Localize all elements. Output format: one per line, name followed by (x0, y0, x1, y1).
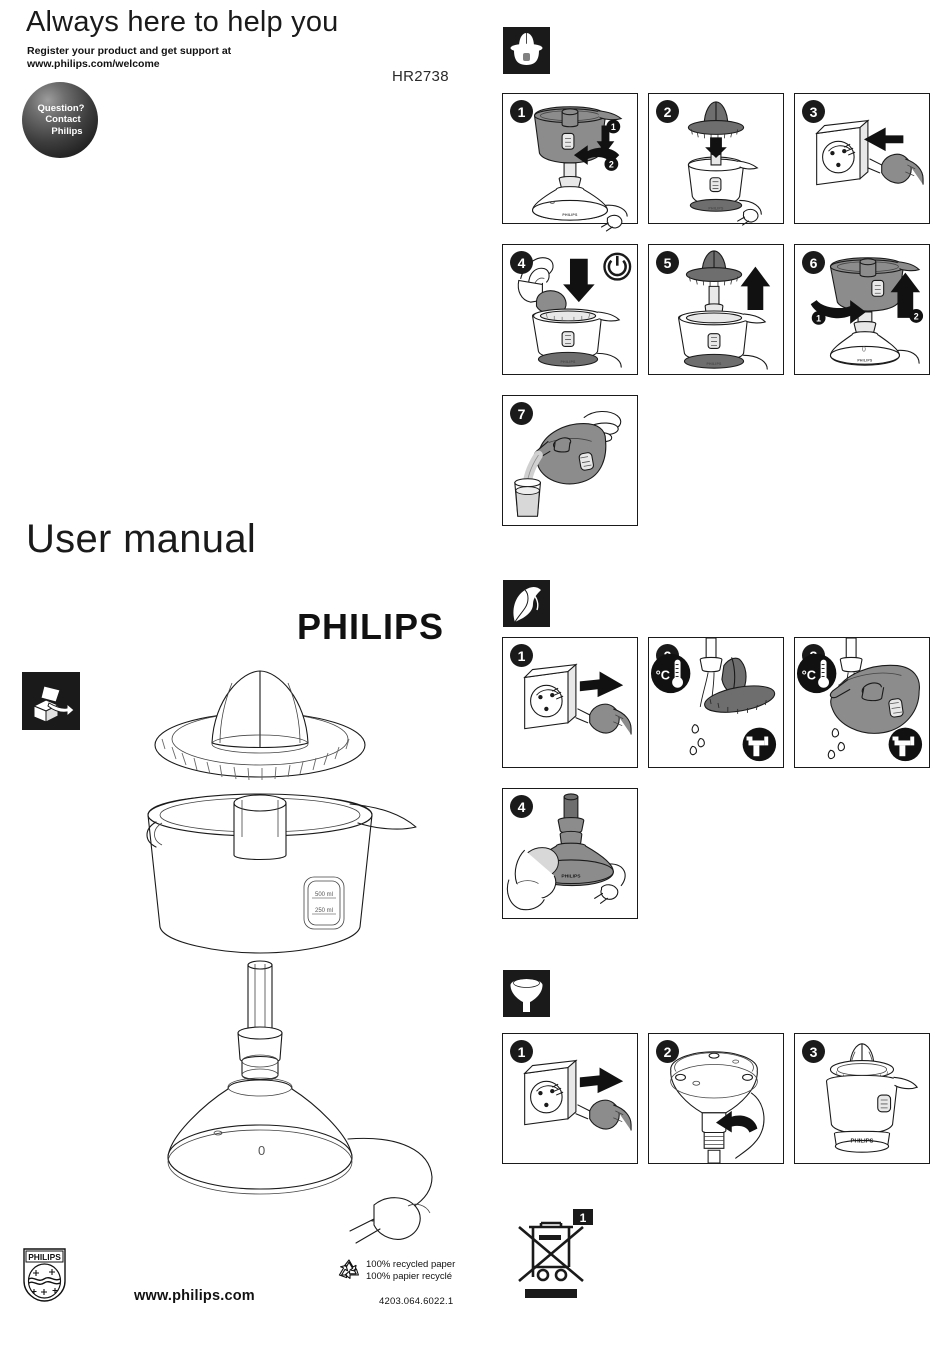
weee-badge-number: 1 (580, 1211, 587, 1225)
svg-text:2: 2 (609, 159, 614, 169)
press-orange-icon: PHILIPS (517, 252, 632, 368)
document-number: 4203.064.6022.1 (379, 1296, 454, 1307)
usage-step-5-panel: 5 PHILIPS (648, 244, 784, 375)
temperature-label: °C (656, 667, 670, 682)
svg-text:1: 1 (611, 122, 616, 132)
cleaning-step-1-number: 1 (510, 644, 533, 667)
storage-step-2-panel: 2 (648, 1033, 784, 1164)
recycled-paper-note: 100% recycled paper 100% papier recyclé (366, 1259, 455, 1282)
question-badge-line-1: Question? (37, 102, 85, 114)
jug-marking-250: 250 ml (315, 908, 333, 914)
pour-juice-icon (514, 410, 622, 517)
citrus-press-icon (503, 27, 550, 74)
jug-part: 500 ml 250 ml (146, 793, 417, 954)
plug-into-socket-icon (815, 119, 924, 186)
usage-step-6-number: 6 (802, 251, 825, 274)
svg-text:1: 1 (816, 313, 821, 323)
twist-lift-jug-icon: PHILIPS 0 1 2 (810, 257, 924, 366)
storage-step-3-number: 3 (802, 1040, 825, 1063)
lift-cone-icon: PHILIPS (678, 250, 771, 370)
recycled-paper-line-en: 100% recycled paper (366, 1259, 456, 1270)
svg-text:PHILIPS: PHILIPS (561, 874, 581, 880)
usage-step-7-number: 7 (510, 402, 533, 425)
page-title: User manual (26, 517, 257, 561)
register-line-2: www.philips.com/welcome (27, 57, 160, 70)
footer-website-url[interactable]: www.philips.com (134, 1288, 255, 1304)
usage-step-4-number: 4 (510, 251, 533, 274)
svg-text:PHILIPS: PHILIPS (708, 206, 724, 210)
usage-step-6-panel: 6 PHILIPS 0 1 2 (794, 244, 930, 375)
storage-step-3-panel: 3 PHILIPS (794, 1033, 930, 1164)
cleaning-step-2-panel: 2 °C (648, 637, 784, 768)
temperature-icon: °C (650, 653, 691, 694)
base-storage-icon (503, 970, 550, 1017)
usage-step-1-number: 1 (510, 100, 533, 123)
question-contact-badge: Question? Contact Philips (22, 82, 98, 158)
rinse-jug-icon: °C (796, 637, 923, 762)
assembled-unit-icon: PHILIPS (825, 1043, 919, 1153)
page-headline: Always here to help you (26, 6, 339, 38)
storage-step-1-panel: 1 (502, 1033, 638, 1164)
unpack-box-icon (22, 672, 80, 730)
cleaning-step-4-number: 4 (510, 795, 533, 818)
usage-step-3-number: 3 (802, 100, 825, 123)
svg-text:0: 0 (862, 346, 866, 353)
unplug-socket-icon (523, 663, 632, 735)
storage-step-1-number: 1 (510, 1040, 533, 1063)
usage-step-1-panel: 1 PHILIPS 1 (502, 93, 638, 232)
recycled-paper-line-fr: 100% papier recyclé (366, 1270, 453, 1282)
usage-step-3-panel: 3 (794, 93, 930, 224)
svg-text:PHILIPS: PHILIPS (560, 360, 576, 364)
svg-text:PHILIPS: PHILIPS (851, 1138, 874, 1144)
wipe-cloth-icon (503, 580, 550, 627)
svg-text:PHILIPS: PHILIPS (562, 213, 578, 217)
jug-marking-500: 500 ml (315, 892, 333, 898)
storage-step-2-number: 2 (656, 1040, 679, 1063)
svg-text:2: 2 (914, 311, 919, 321)
power-plug (349, 1197, 431, 1244)
question-badge-line-3: Philips (51, 125, 83, 137)
cone-onto-jug-icon: PHILIPS (687, 101, 762, 226)
crossed-out-wheelie-bin-icon: 1 (505, 1205, 615, 1300)
tap-water-icon (888, 727, 923, 762)
shield-wordmark: PHILIPS (28, 1252, 61, 1262)
model-number: HR2738 (392, 68, 449, 85)
wipe-base-icon: PHILIPS (506, 793, 626, 911)
unplug-socket-icon (523, 1059, 632, 1131)
power-icon (603, 252, 632, 281)
register-line-1: Register your product and get support at (27, 45, 232, 57)
usage-step-2-panel: 2 PHILIPS (648, 93, 784, 226)
rinse-cone-icon: °C (650, 637, 777, 762)
usage-step-5-number: 5 (656, 251, 679, 274)
tap-water-icon (742, 727, 777, 762)
cleaning-step-4-panel: 4 PHILIPS (502, 788, 638, 919)
cone-part (154, 670, 366, 781)
svg-text:PHILIPS: PHILIPS (857, 358, 873, 362)
question-badge-line-2: Contact (45, 114, 81, 126)
motor-base-part: 0 (167, 960, 433, 1244)
temperature-label: °C (802, 667, 816, 682)
register-instructions: Register your product and get support at… (27, 45, 357, 70)
usage-step-2-number: 2 (656, 100, 679, 123)
svg-text:0: 0 (258, 1143, 265, 1158)
jug-onto-base-icon: PHILIPS 1 2 (532, 106, 628, 232)
cleaning-step-3-panel: 3 °C (794, 637, 930, 768)
temperature-icon: °C (796, 653, 837, 694)
jug-measure-label: 500 ml 250 ml (303, 876, 345, 930)
philips-wordmark: PHILIPS (297, 606, 445, 647)
cleaning-step-1-panel: 1 (502, 637, 638, 768)
usage-step-7-panel: 7 (502, 395, 638, 526)
wind-cord-icon (670, 1051, 765, 1164)
philips-shield-logo: PHILIPS (22, 1247, 67, 1303)
svg-text:PHILIPS: PHILIPS (706, 362, 722, 366)
product-exploded-diagram: 500 ml 250 ml 0 (100, 665, 440, 1244)
recycle-icon (336, 1258, 362, 1282)
usage-step-4-panel: 4 (502, 244, 638, 375)
